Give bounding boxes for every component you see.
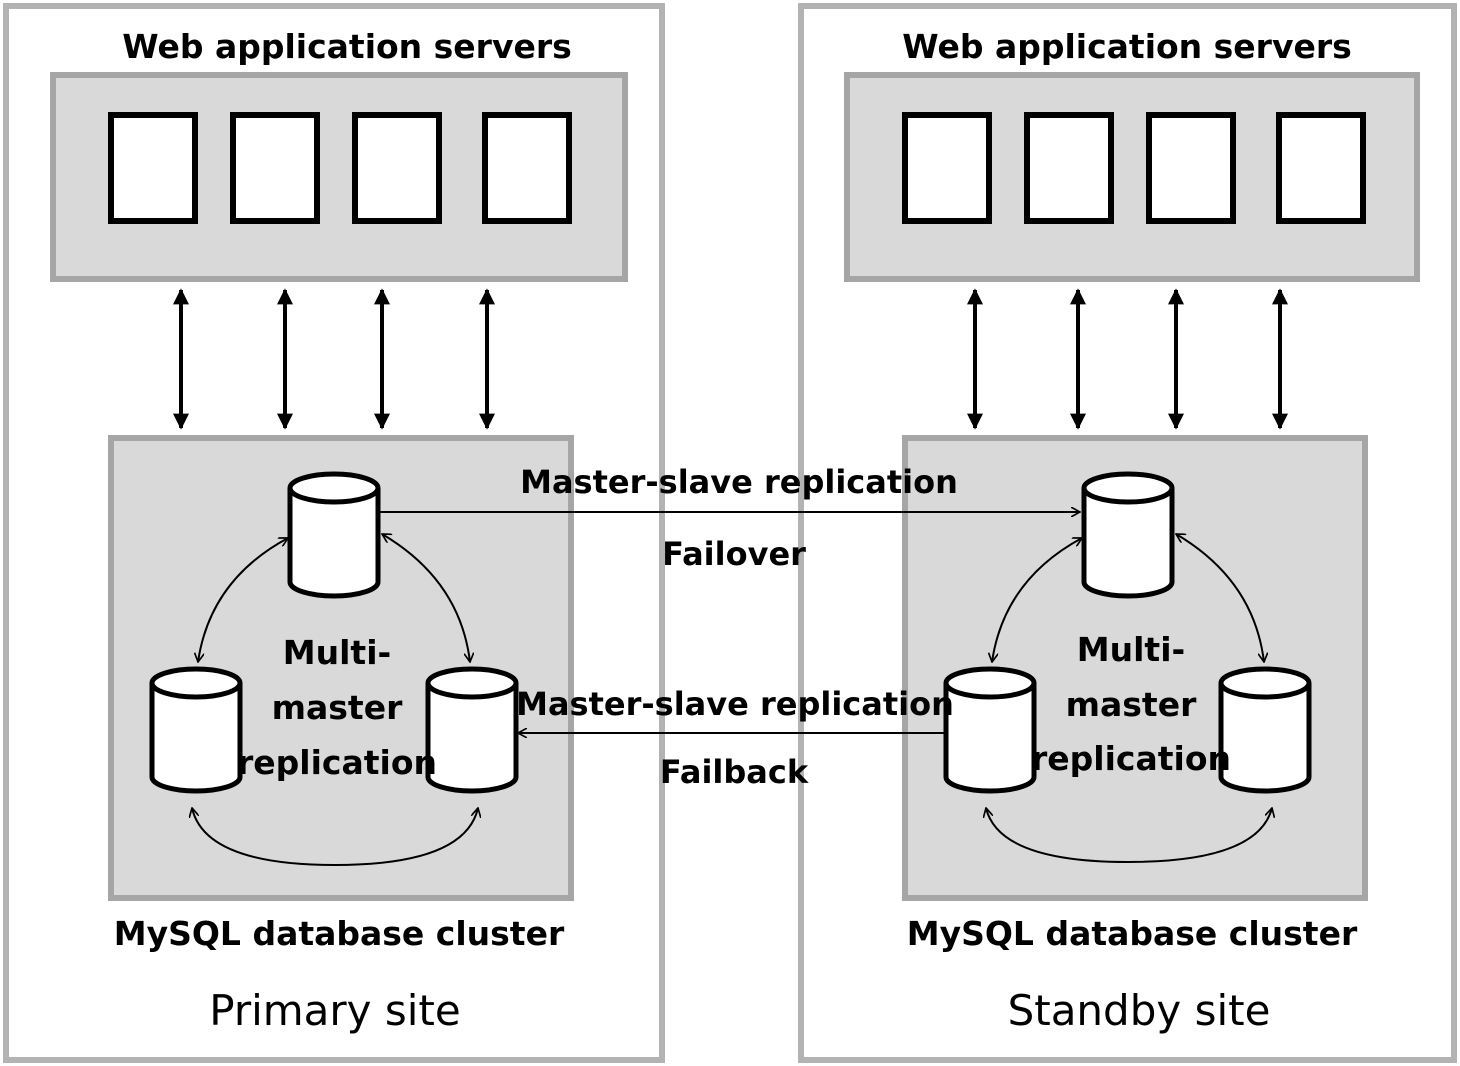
primary-site: Web application servers Multi- master re… — [3, 3, 665, 1063]
server-icon — [352, 112, 442, 224]
failover-label: Failover — [662, 535, 806, 573]
cross-site-replication: Master-slave replication Failover Master… — [380, 463, 1080, 791]
replication-arrow — [986, 808, 1272, 864]
multi-master-label-line-2: master — [1066, 685, 1197, 724]
replication-arrow — [198, 538, 288, 662]
standby-site-title: Standby site — [1008, 986, 1271, 1035]
primary-server-db-connections — [173, 288, 495, 430]
multi-master-label-line-3: replication — [237, 743, 437, 782]
database-icon — [1221, 669, 1309, 791]
replication-arrow — [192, 808, 478, 867]
database-icon — [152, 669, 240, 791]
standby-db-cluster-label: MySQL database cluster — [907, 914, 1358, 953]
server-icon — [1146, 112, 1236, 224]
database-icon — [946, 669, 1034, 791]
multi-master-label-line-2: master — [272, 688, 403, 727]
failback-label: Failback — [660, 753, 809, 791]
database-icon — [290, 474, 378, 596]
replication-arrow — [382, 534, 470, 662]
standby-multi-master-arrows — [986, 534, 1272, 864]
multi-master-label-line-3: replication — [1031, 739, 1231, 778]
server-icon — [1276, 112, 1366, 224]
multi-master-label-line-1: Multi- — [283, 633, 391, 672]
primary-site-title: Primary site — [209, 986, 461, 1035]
standby-web-servers-label: Web application servers — [902, 27, 1352, 66]
replication-arrow — [1176, 534, 1264, 662]
server-icon — [230, 112, 320, 224]
server-icon — [108, 112, 198, 224]
multi-master-label-line-1: Multi- — [1077, 630, 1185, 669]
standby-server-db-connections — [967, 288, 1288, 430]
top-replication-label: Master-slave replication — [520, 463, 958, 501]
server-icon — [902, 112, 992, 224]
replication-arrow — [992, 538, 1082, 662]
primary-web-servers-label: Web application servers — [122, 27, 572, 66]
primary-db-cluster-label: MySQL database cluster — [114, 914, 565, 953]
server-icon — [482, 112, 572, 224]
bottom-replication-label: Master-slave replication — [516, 685, 954, 723]
database-icon — [1084, 474, 1172, 596]
server-icon — [1024, 112, 1114, 224]
standby-site: Web application servers Multi- master re… — [798, 3, 1457, 1063]
database-icon — [428, 669, 516, 791]
primary-multi-master-arrows — [192, 534, 478, 867]
